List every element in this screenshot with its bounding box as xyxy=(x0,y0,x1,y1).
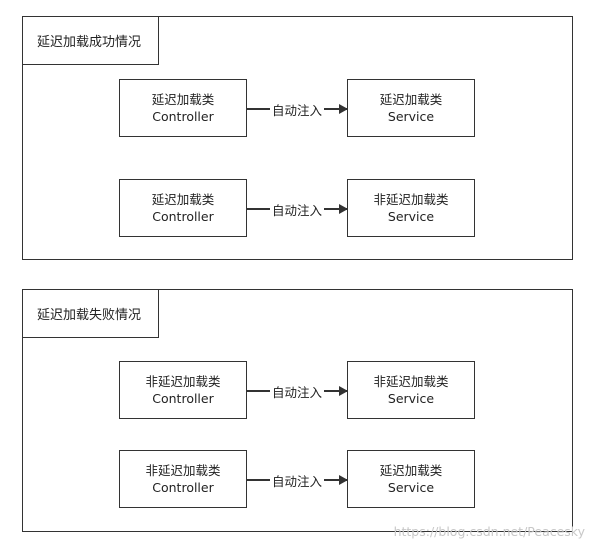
target-node: 延迟加载类 Service xyxy=(347,79,475,137)
node-type-label: 非延迟加载类 xyxy=(373,192,449,207)
node-type-label: 非延迟加载类 xyxy=(145,374,221,389)
source-node: 非延迟加载类 Controller xyxy=(119,361,247,419)
node-class-label: Controller xyxy=(152,209,214,224)
node-type-label: 非延迟加载类 xyxy=(145,463,221,478)
edge-label: 自动注入 xyxy=(270,100,325,119)
watermark: https://blog.csdn.net/Peacesky xyxy=(393,524,585,539)
edge-label: 自动注入 xyxy=(270,471,325,490)
node-type-label: 非延迟加载类 xyxy=(373,374,449,389)
source-node: 延迟加载类 Controller xyxy=(119,179,247,237)
source-node: 非延迟加载类 Controller xyxy=(119,450,247,508)
panel-lazy-load-success: 延迟加载成功情况 xyxy=(22,16,573,260)
edge-label: 自动注入 xyxy=(270,200,325,219)
source-node: 延迟加载类 Controller xyxy=(119,79,247,137)
node-class-label: Service xyxy=(387,209,435,224)
node-type-label: 延迟加载类 xyxy=(151,92,215,107)
node-type-label: 延迟加载类 xyxy=(151,192,215,207)
edge-label: 自动注入 xyxy=(270,382,325,401)
node-class-label: Controller xyxy=(152,480,214,495)
node-type-label: 延迟加载类 xyxy=(379,92,443,107)
panel-title: 延迟加载成功情况 xyxy=(23,17,159,65)
node-class-label: Service xyxy=(387,109,435,124)
node-type-label: 延迟加载类 xyxy=(379,463,443,478)
node-class-label: Controller xyxy=(152,391,214,406)
node-class-label: Service xyxy=(387,480,435,495)
node-class-label: Service xyxy=(387,391,435,406)
node-class-label: Controller xyxy=(152,109,214,124)
target-node: 非延迟加载类 Service xyxy=(347,179,475,237)
target-node: 非延迟加载类 Service xyxy=(347,361,475,419)
panel-title: 延迟加载失败情况 xyxy=(23,290,159,338)
panel-lazy-load-failure: 延迟加载失败情况 xyxy=(22,289,573,532)
target-node: 延迟加载类 Service xyxy=(347,450,475,508)
